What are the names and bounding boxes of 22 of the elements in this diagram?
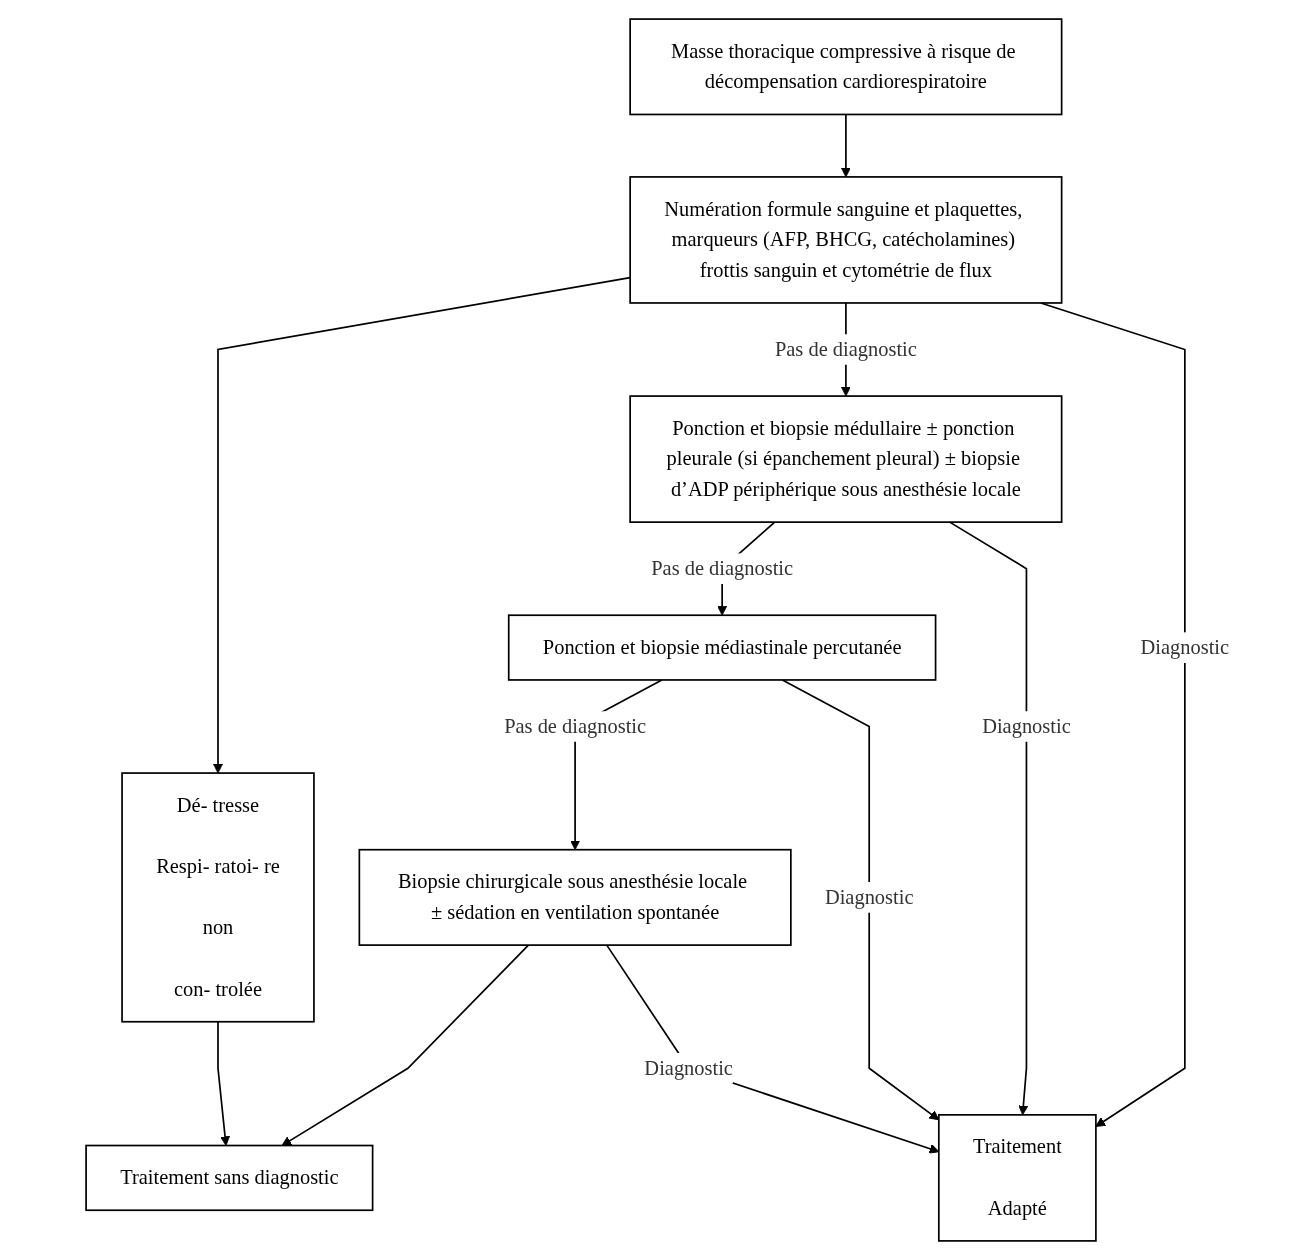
arrow bbox=[606, 944, 940, 1154]
edge-label: Pas de diagnostic bbox=[504, 714, 647, 738]
arrow bbox=[949, 521, 1029, 1116]
arrow bbox=[782, 679, 940, 1121]
edge-label: Diagnostic bbox=[1140, 635, 1230, 659]
arrow bbox=[282, 944, 530, 1146]
edge-label: Diagnostic bbox=[825, 885, 914, 909]
node-box: Traitement Adapté bbox=[938, 1114, 1098, 1242]
node-box: Numération formule sanguine et plaquettes, marqueurs (AFP, BHCG, catécholamines) frottis sanguin et cytométrie de flux bbox=[629, 176, 1063, 304]
node-box: Biopsie chirurgicale sous anesthésie locale ± sédation en ventilation spontanée bbox=[358, 848, 793, 946]
node-box: Dé- tresse Respi- ratoi- re non con- trolée bbox=[121, 772, 316, 1023]
edge-label: Pas de diagnostic bbox=[775, 337, 918, 361]
node-box: Masse thoracique compressive à risque de décompensation cardiorespiratoire bbox=[629, 18, 1063, 116]
edge-label: Pas de diagnostic bbox=[651, 556, 794, 580]
node-box: Ponction et biopsie médullaire ± ponction pleurale (si épanchement pleural) ± biopsie d’ADP périphérique sous anesthésie locale bbox=[629, 395, 1063, 523]
edge-label: Diagnostic bbox=[982, 714, 1072, 738]
arrow bbox=[841, 113, 852, 178]
edge-label: Diagnostic bbox=[644, 1056, 734, 1080]
node-box: Ponction et biopsie médiastinale percutanée bbox=[508, 614, 937, 681]
arrow bbox=[217, 1020, 231, 1146]
arrow bbox=[1040, 302, 1187, 1127]
node-box: Traitement sans diagnostic bbox=[85, 1144, 374, 1212]
